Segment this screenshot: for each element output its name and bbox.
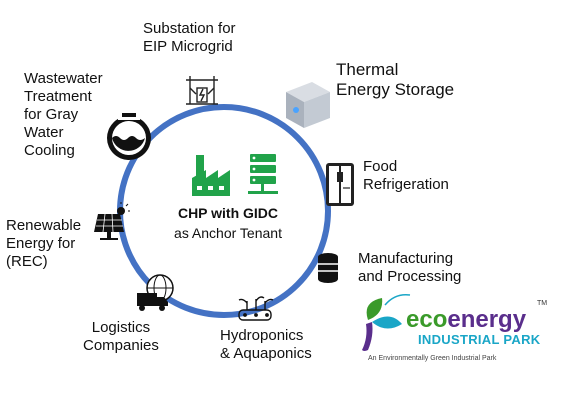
logo-tagline: An Environmentally Green Industrial Park — [368, 355, 497, 362]
center-subtitle: as Anchor Tenant — [174, 225, 282, 241]
logo-word-energy: energy — [447, 306, 527, 333]
database-stack-icon — [318, 253, 338, 283]
thermal-storage-icon — [286, 82, 330, 128]
label-renewable-line3: (REC) — [6, 253, 48, 270]
label-food: Food Refrigeration — [363, 158, 449, 194]
label-logistics-line2: Companies — [83, 337, 159, 354]
label-renewable: Renewable Energy for (REC) — [6, 217, 81, 271]
refrigerator-icon — [326, 163, 354, 206]
ecoenergy-logo: ecoenergy TM INDUSTRIAL PARK — [406, 300, 566, 347]
label-renewable-line2: Energy for — [6, 235, 76, 252]
label-manufacturing-line1: Manufacturing — [358, 250, 454, 267]
label-thermal-line1: Thermal — [336, 60, 399, 79]
label-wastewater: Wastewater Treatment for Gray Water Cool… — [24, 70, 103, 160]
truck-globe-icon — [137, 274, 174, 311]
label-hydroponics: Hydroponics & Aquaponics — [220, 327, 312, 363]
label-wastewater-line2: Treatment — [24, 88, 92, 105]
center-title-highlight: GIDC — [243, 205, 278, 221]
label-substation-line1: Substation for — [143, 20, 236, 37]
label-wastewater-line1: Wastewater — [24, 70, 103, 87]
logo-tm: TM — [537, 300, 548, 307]
label-wastewater-line5: Cooling — [24, 142, 75, 159]
label-hydroponics-line2: & Aquaponics — [220, 345, 312, 362]
label-logistics-line1: Logistics — [91, 319, 151, 336]
label-food-line1: Food — [363, 158, 398, 175]
label-renewable-line1: Renewable — [6, 217, 82, 234]
label-substation: Substation for EIP Microgrid — [143, 20, 236, 56]
logo-word-eco: eco — [406, 306, 448, 333]
solar-panel-icon — [94, 202, 130, 240]
center-title: CHP with GIDC — [178, 205, 278, 221]
label-thermal-line2: Energy Storage — [336, 80, 455, 100]
factory-icon — [192, 155, 230, 196]
logo-subtitle: INDUSTRIAL PARK — [418, 332, 541, 347]
center-title-prefix: CHP with — [178, 205, 243, 221]
label-manufacturing-line2: and Processing — [358, 268, 462, 285]
label-hydroponics-line1: Hydroponics — [220, 327, 304, 344]
label-logistics: Logistics Companies — [83, 319, 159, 355]
label-wastewater-line3: for Gray — [24, 106, 79, 123]
label-wastewater-line4: Water — [24, 124, 64, 141]
water-treatment-icon — [107, 112, 151, 160]
server-icon — [248, 154, 278, 194]
label-substation-line2: EIP Microgrid — [143, 38, 233, 55]
label-food-line2: Refrigeration — [363, 176, 449, 193]
seedling-tray-icon — [238, 296, 274, 321]
logo-leaf-icon — [362, 293, 411, 351]
label-manufacturing: Manufacturing and Processing — [358, 250, 461, 286]
label-thermal: Thermal Energy Storage — [336, 60, 454, 101]
substation-icon — [182, 70, 222, 105]
